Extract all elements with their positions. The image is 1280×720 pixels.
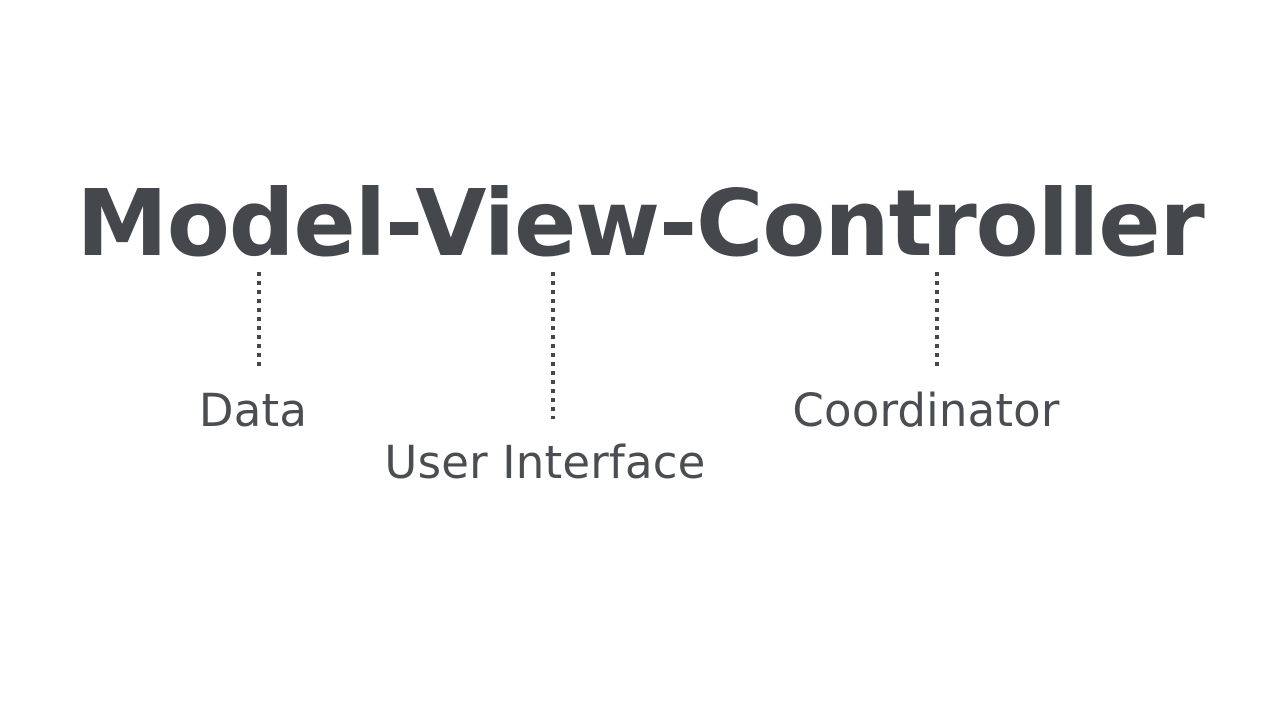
connector-line-view [551, 272, 555, 419]
branch-label-data: Data [198, 384, 308, 437]
connector-line-model [257, 272, 261, 366]
branch-label-coordinator: Coordinator [792, 384, 1060, 437]
page-title: Model-View-Controller [76, 170, 1204, 277]
connector-line-controller [935, 272, 939, 366]
branch-label-user-interface: User Interface [384, 436, 706, 489]
